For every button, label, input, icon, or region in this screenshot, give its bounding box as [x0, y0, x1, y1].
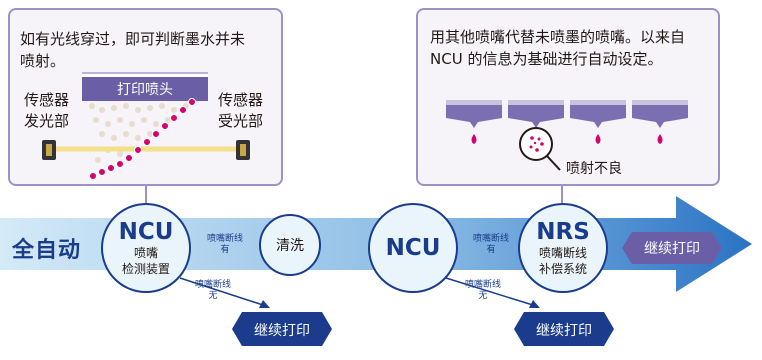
nozzle-compensation-callout: 用其他喷嘴代替未喷墨的喷嘴。以来自 NCU 的信息为基础进行自动设定。: [416, 8, 720, 186]
magnifier-icon: [519, 127, 561, 171]
nrs-sub2: 补偿系统: [538, 261, 587, 276]
broken-yes-1-line2: 有: [220, 245, 230, 255]
print-head-label: 打印喷头: [117, 82, 173, 98]
broken-no-label-2: 喷嘴断线 无: [452, 280, 514, 302]
broken-yes-1-line1: 喷嘴断线: [206, 234, 243, 244]
sensor-emitter-line2: 发光部: [24, 112, 70, 130]
callout-text-line1: 如有光线穿过，即可判断墨水并未: [20, 30, 246, 48]
defect-label: 喷射不良: [566, 161, 622, 177]
ncu-detector-sub2: 检测装置: [121, 261, 170, 276]
ncu-second-title: NCU: [385, 234, 441, 261]
ncu-detector-sub1: 喷嘴: [133, 245, 158, 260]
broken-yes-label-2: 喷嘴断线 有: [460, 234, 522, 256]
nrs-title: NRS: [536, 218, 590, 245]
broken-no-2-line2: 无: [478, 291, 488, 301]
print-box-1-label: 继续打印: [254, 323, 310, 339]
sensor-receiver-line1: 传感器: [218, 91, 264, 109]
print-box-2-shape: [514, 312, 614, 346]
broken-no-1-line1: 喷嘴断线: [194, 280, 231, 290]
callout-text-line2: NCU 的信息为基础进行自动设定。: [430, 50, 663, 68]
cleaning-title: 清洗: [276, 238, 304, 254]
callout-text-line2: 喷射。: [20, 52, 66, 70]
print-head: 打印喷头: [82, 74, 208, 101]
broken-yes-label-1: 喷嘴断线 有: [194, 234, 256, 256]
broken-no-1-line2: 无: [208, 291, 218, 301]
ncu-detector-circle: NCU 喷嘴 检测装置: [101, 203, 191, 293]
ink-droplets: [89, 98, 196, 180]
ncu-second-circle: NCU: [368, 203, 458, 293]
callout-text: 如有光线穿过，即可判断墨水并未 喷射。: [20, 28, 245, 72]
broken-no-2-line1: 喷嘴断线: [464, 280, 501, 290]
ink-drops: [471, 134, 663, 144]
broken-yes-2-line1: 喷嘴断线: [472, 234, 509, 244]
continue-print-shape: [622, 232, 722, 264]
print-box-2-label: 继续打印: [536, 323, 592, 339]
sensor-emitter-line1: 传感器: [24, 91, 70, 109]
broken-no-label-1: 喷嘴断线 无: [182, 280, 244, 302]
sensor-receiver-label: 传感器 受光部: [218, 90, 263, 132]
sensor-emitter-label: 传感器 发光部: [24, 90, 69, 132]
nozzle-illustration: [446, 100, 688, 171]
ncu-detector-title: NCU: [118, 218, 174, 245]
print-box-1-shape: [232, 312, 332, 346]
nozzle-units: [446, 100, 688, 128]
nrs-circle: NRS 喷嘴断线 补偿系统: [518, 203, 608, 293]
continue-print-label: 继续打印: [644, 241, 700, 257]
cleaning-circle: 清洗: [259, 214, 321, 276]
callout-text: 用其他喷嘴代替未喷墨的喷嘴。以来自 NCU 的信息为基础进行自动设定。: [430, 26, 685, 70]
nozzle-check-callout: 如有光线穿过，即可判断墨水并未 喷射。 打印喷头 传感器 发光部 传感器 受光部: [8, 8, 283, 186]
full-auto-label: 全自动: [12, 238, 82, 263]
broken-yes-2-line2: 有: [486, 245, 496, 255]
nrs-sub1: 喷嘴断线: [538, 245, 587, 260]
callout-text-line1: 用其他喷嘴代替未喷墨的喷嘴。以来自: [430, 28, 686, 46]
droplet-spray: [89, 103, 189, 163]
sensor-illustration: [42, 98, 250, 180]
sensor-receiver-line2: 受光部: [218, 112, 264, 130]
